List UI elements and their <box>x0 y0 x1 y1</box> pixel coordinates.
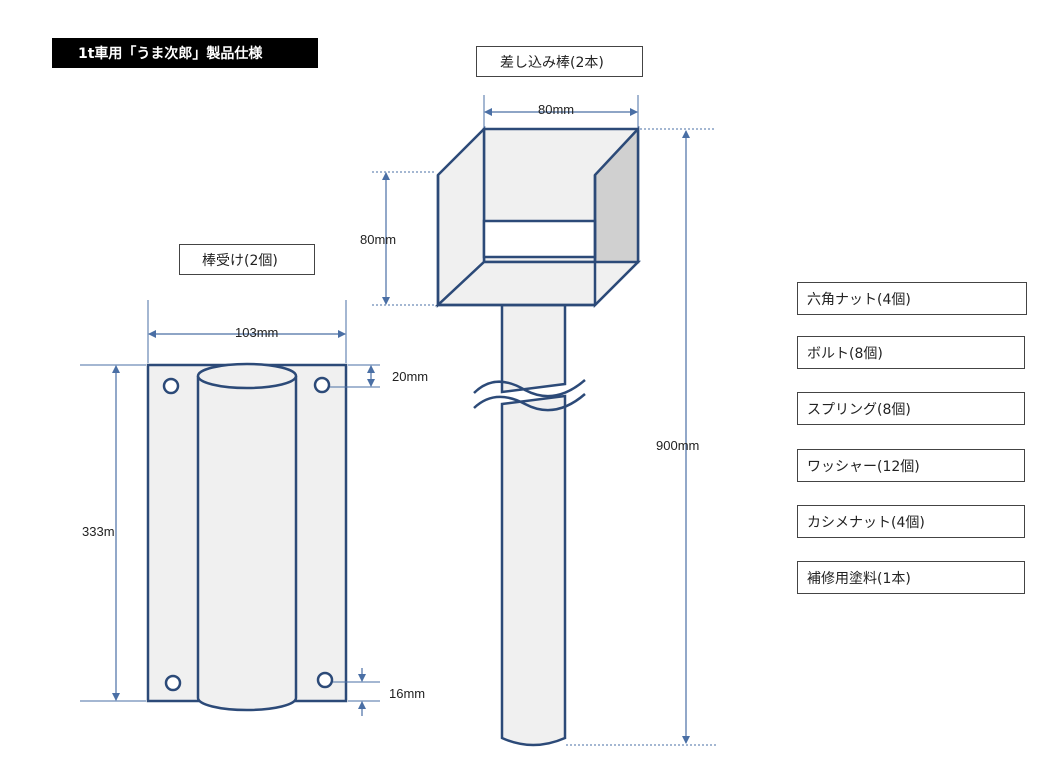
rod-box-slot <box>482 219 597 259</box>
part-washer: ワッシャー(12個) <box>797 449 1025 482</box>
receiver-tube-top <box>196 362 298 390</box>
part-spring: スプリング(8個) <box>797 392 1025 425</box>
bolt-hole-top-left <box>162 377 180 395</box>
part-hex-nut: 六角ナット(4個) <box>797 282 1027 315</box>
rod-dimensions <box>372 95 718 746</box>
rod-receiver-drawing <box>146 362 348 712</box>
dim-label-rod-box-height: 80mm <box>360 232 397 247</box>
break-line-bottom <box>473 393 586 412</box>
dim-label-receiver-height: 333m <box>82 524 115 539</box>
rod-receiver-label: 棒受け(2個) <box>179 244 315 275</box>
dim-label-receiver-bottom-offset: 16mm <box>389 686 426 701</box>
bolt-hole-bottom-left <box>164 674 182 692</box>
break-line-top <box>473 379 586 398</box>
insert-rod-label: 差し込み棒(2本) <box>476 46 643 77</box>
part-touch-up-paint: 補修用塗料(1本) <box>797 561 1025 594</box>
insert-rod-drawing <box>434 125 642 747</box>
bolt-hole-bottom-right <box>316 671 334 689</box>
receiver-tube <box>196 376 298 712</box>
receiver-dimensions <box>80 300 380 716</box>
rod-shaft-upper <box>500 303 567 394</box>
bolt-hole-top-right <box>313 376 331 394</box>
part-bolt: ボルト(8個) <box>797 336 1025 369</box>
dim-label-rod-width: 80mm <box>538 102 575 117</box>
rod-shaft-lower <box>500 394 567 747</box>
dim-label-rod-length: 900mm <box>656 438 700 453</box>
part-rivet-nut: カシメナット(4個) <box>797 505 1025 538</box>
page-title: 1t車用「うま次郎」製品仕様 <box>52 38 318 68</box>
dim-label-receiver-top-offset: 20mm <box>392 369 429 384</box>
dim-label-receiver-width: 103mm <box>235 325 279 340</box>
